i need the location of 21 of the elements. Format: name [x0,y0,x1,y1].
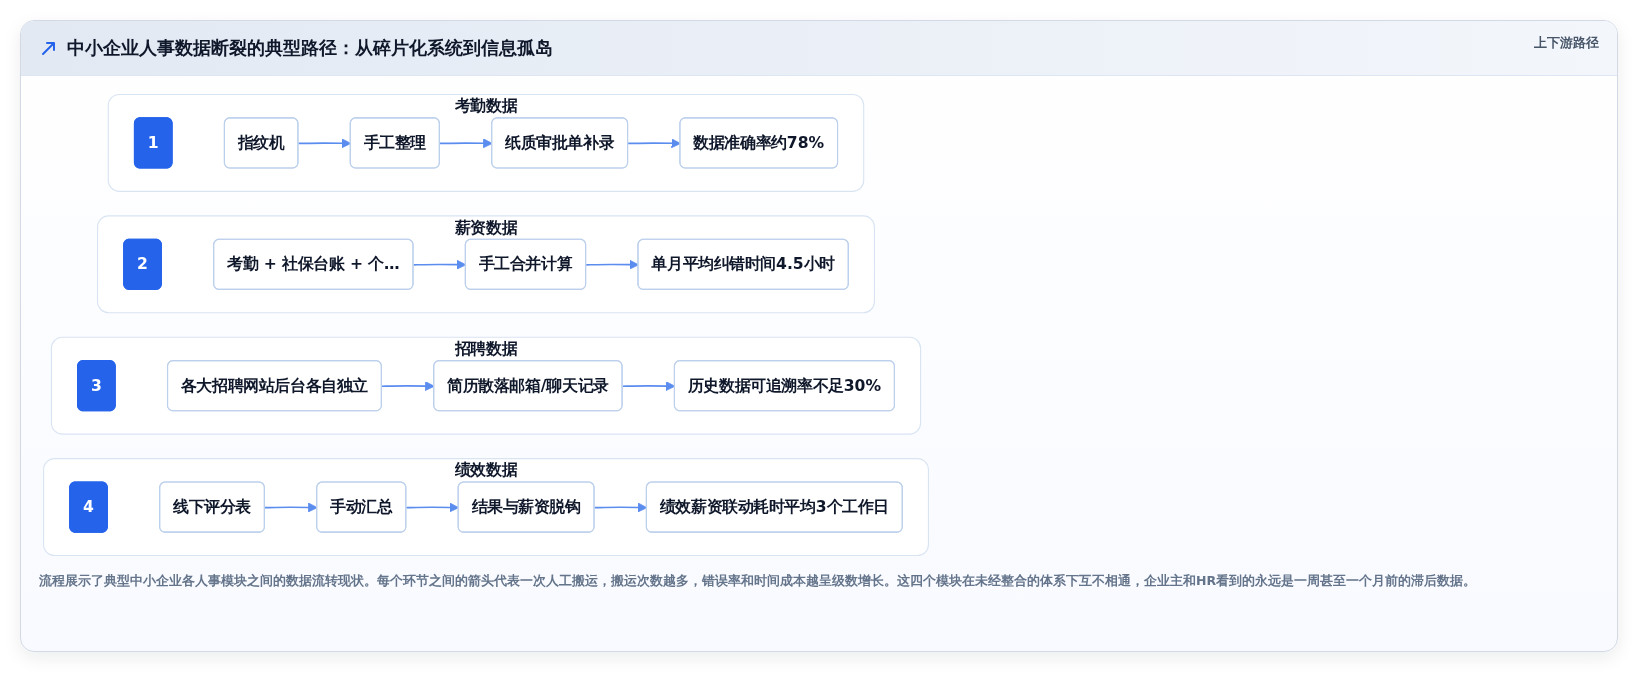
title: 中小企业人事数据断裂的典型路径：从碎片化系统到信息孤岛 [67,36,553,60]
process-box: 手动汇总 [316,481,407,533]
number-badge: 2 [123,238,162,290]
process-box: 指纹机 [223,117,299,169]
process-box: 绩效薪资联动耗时平均3个工作日 [645,481,903,533]
process-box: 历史数据可追溯率不足30% [673,360,895,412]
process-box: 数据准确率约78% [679,117,839,169]
process-box: 结果与薪资脱钩 [457,481,595,533]
header-note: 上下游路径 [1534,35,1599,52]
process-box: 线下评分表 [159,481,265,533]
process-box: 手工整理 [349,117,440,169]
process-box: 各大招聘网站后台各自独立 [166,360,382,412]
number-badge: 3 [77,360,116,412]
process-box: 考勤 + 社保台账 + 个… [213,238,414,290]
process-box: 纸质审批单补录 [491,117,629,169]
process-box: 单月平均纠错时间4.5小时 [637,238,849,290]
process-box: 简历散落邮箱/聊天记录 [433,360,623,412]
process-box: 手工合并计算 [464,238,587,290]
number-badge: 1 [133,117,173,169]
caption: 流程展示了典型中小企业各人事模块之间的数据流转现状。每个环节之间的箭头代表一次人工搬运，搬运次数越多，错误率和时间成本越呈级数增长。这四个模块在未经整合的体系下互不相通，企业主和HR看到的永远是一周甚至一个月前的滞后数据。 [39,572,1478,590]
number-badge: 4 [69,481,108,533]
